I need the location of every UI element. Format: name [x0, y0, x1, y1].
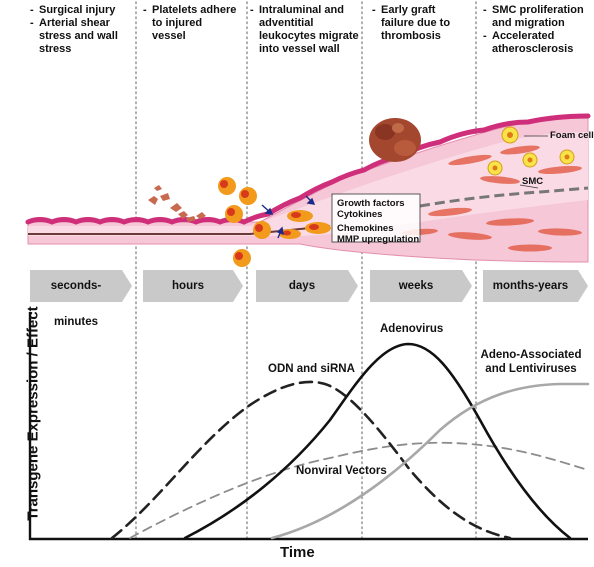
chemokines-label: Chemokines [337, 223, 394, 234]
aav-label-line-1: Adeno-Associated [480, 349, 582, 361]
thrombus-icon [369, 118, 421, 162]
x-axis-title: Time [280, 544, 315, 561]
timeline-step-1: seconds-minutes [30, 268, 132, 328]
smc-pointer [519, 184, 539, 189]
aav-label: Adeno-Associated and Lentiviruses [476, 348, 586, 376]
arrow-shape-5 [483, 270, 588, 302]
stage-3-text: Intraluminal and adventitial leukocytes … [250, 4, 362, 56]
growth-factors-label: Growth factors [337, 198, 405, 209]
foam-cell-label: Foam cell [550, 130, 594, 141]
aav-lentivirus-curve [270, 382, 590, 540]
expression-curves [110, 342, 590, 540]
endothelium [25, 113, 591, 225]
migration-arrows [261, 195, 316, 239]
timeline-label-2: hours [172, 280, 204, 292]
timeline-label-3: days [288, 280, 316, 292]
stage-dividers [135, 1, 477, 541]
platelet-cluster-icon [148, 185, 206, 222]
arrow-shape-4 [370, 270, 472, 302]
smc-label: SMC [522, 176, 544, 187]
timeline-step-3: days [256, 268, 358, 304]
timeline-arrows [30, 270, 588, 302]
timeline-step-5: months-years [483, 268, 588, 304]
odn-sirna-label: ODN and siRNA [268, 363, 355, 375]
foam-cells [487, 126, 575, 176]
stage-5-text: SMC proliferation and migration Accelera… [483, 4, 589, 56]
stage-4-text: Early graft failure due to thrombosis [372, 4, 467, 43]
stage-1-item-2: Arterial shear stress and wall stress [30, 17, 130, 56]
cytokines-label: Cytokines [337, 209, 383, 220]
adenovirus-curve [183, 342, 572, 540]
axes [28, 312, 588, 541]
cytokine-annotation: Growth factors Cytokines Chemokines MMP … [337, 198, 421, 245]
aav-label-line-2: and Lentiviruses [485, 363, 577, 375]
leukocyte-icons [218, 177, 331, 267]
vessel-illustration [25, 113, 591, 267]
stage-2-item-1: Platelets adhere to injured vessel [143, 4, 238, 43]
stage-1-text: Surgical injury Arterial shear stress an… [30, 4, 130, 56]
stage-4-item-1: Early graft failure due to thrombosis [372, 4, 467, 43]
stage-2-text: Platelets adhere to injured vessel [143, 4, 238, 43]
timeline-step-4: weeks [370, 268, 472, 304]
stage-5-item-1: SMC proliferation and migration [483, 4, 589, 30]
nonviral-label: Nonviral Vectors [296, 465, 387, 477]
timeline-label-5: months-years [492, 280, 569, 292]
arrow-shape-2 [143, 270, 243, 302]
arrow-shape-1 [30, 270, 132, 302]
smooth-muscle-cells [402, 145, 582, 252]
timeline-step-2: hours [143, 268, 243, 304]
cytokine-box [331, 193, 421, 243]
nonviral-curve [129, 441, 589, 539]
stage-3-item-1: Intraluminal and adventitial leukocytes … [250, 4, 362, 56]
stage-5-item-2: Accelerated atherosclerosis [483, 30, 589, 56]
mmp-label: MMP upregulation [337, 234, 420, 245]
adenovirus-label: Adenovirus [380, 323, 444, 335]
timeline-label-4: weeks [398, 280, 434, 292]
y-axis-title: Transgene Expression / Effect [24, 306, 42, 521]
arrow-shape-3 [256, 270, 358, 302]
timeline-label-1: seconds-minutes [50, 280, 102, 328]
odn-sirna-curve [110, 380, 512, 540]
stage-1-item-1: Surgical injury [30, 4, 130, 17]
smc-lamina [419, 186, 589, 208]
